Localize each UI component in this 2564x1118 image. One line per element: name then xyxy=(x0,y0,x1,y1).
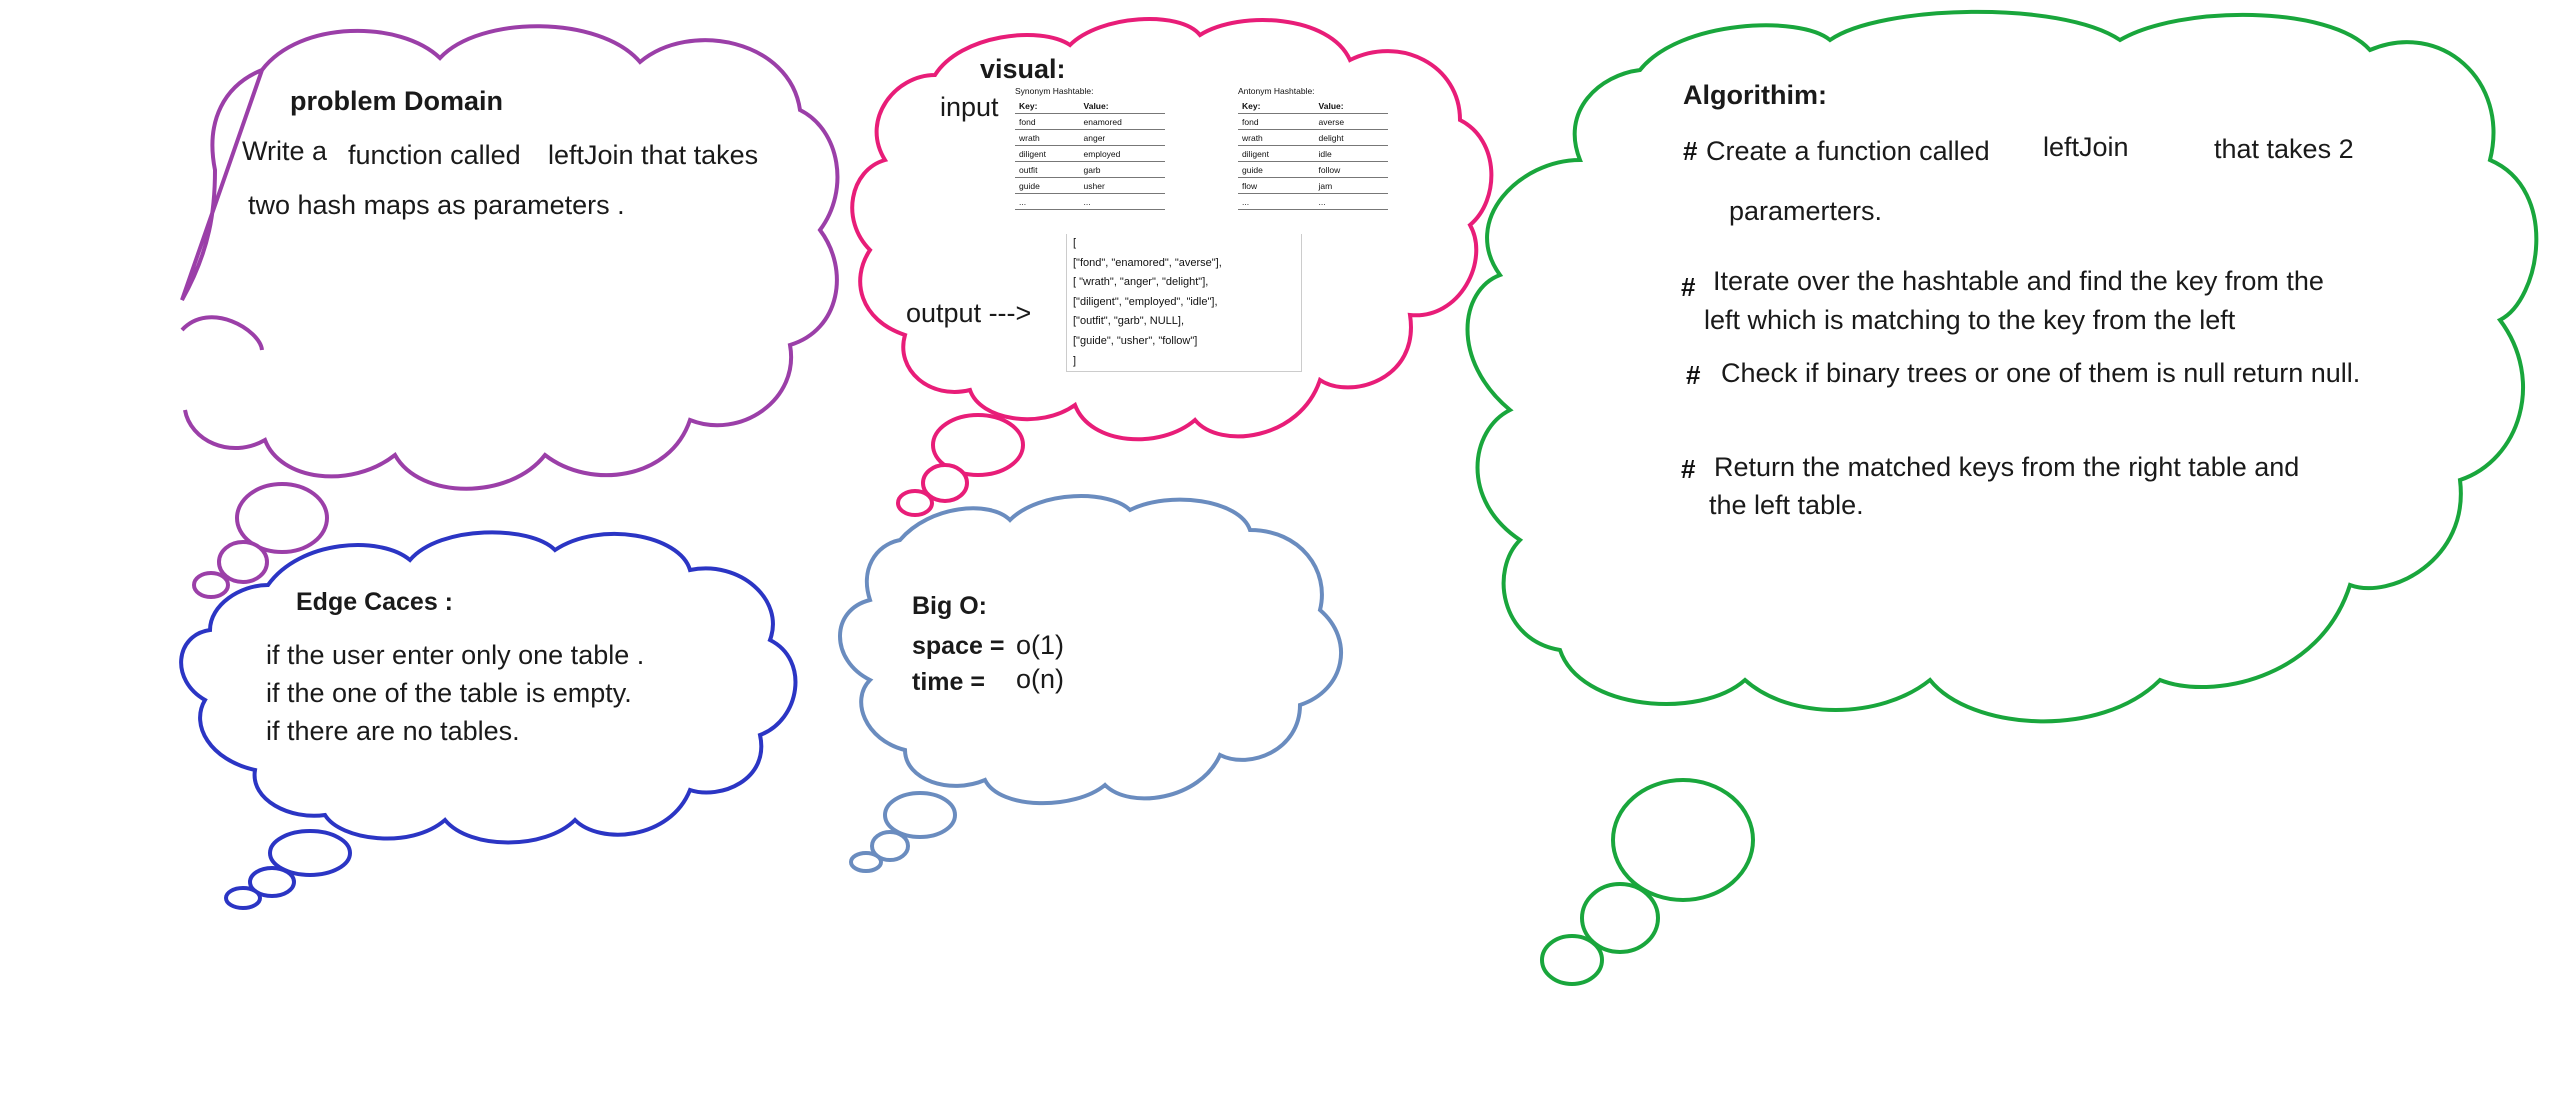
table-cell: anger xyxy=(1079,129,1165,146)
output-line: ["outfit", "garb", NULL], xyxy=(1073,315,1184,328)
table-cell: ... xyxy=(1314,193,1388,210)
output-code-box: [ ["fond", "enamored", "averse"], [ "wra… xyxy=(1066,234,1302,373)
synonym-caption: Synonym Hashtable: xyxy=(1015,86,1094,96)
bullet-hash: # xyxy=(1683,136,1698,166)
antonym-header-key: Key: xyxy=(1238,98,1315,114)
table-cell: enamored xyxy=(1079,113,1165,130)
table-cell: wrath xyxy=(1015,129,1080,146)
table-cell: garb xyxy=(1079,161,1165,178)
output-line: [ xyxy=(1073,237,1077,249)
table-cell: ... xyxy=(1238,193,1315,210)
table-cell: flow xyxy=(1238,177,1315,194)
edge-cases-title: Edge Caces : xyxy=(296,588,454,616)
problem-text-write: Write a xyxy=(242,136,328,166)
problem-domain-cloud xyxy=(180,24,840,599)
table-cell: averse xyxy=(1314,113,1388,130)
big-o-title: Big O: xyxy=(912,592,987,620)
output-line: [ "wrath", "anger", "delight"], xyxy=(1073,276,1209,289)
time-label: time = xyxy=(912,668,985,696)
output-line: ["guide", "usher", "follow"] xyxy=(1073,334,1198,347)
step1-text: Create a function called xyxy=(1706,136,1990,166)
table-cell: guide xyxy=(1015,177,1080,194)
antonym-header-value: Value: xyxy=(1314,98,1388,114)
input-label: input xyxy=(940,92,999,122)
step1-leftjoin: leftJoin xyxy=(2043,132,2129,162)
table-row: ...... xyxy=(1238,193,1388,210)
step1-takes: that takes 2 xyxy=(2214,134,2354,164)
problem-domain-title: problem Domain xyxy=(290,86,504,116)
algorithm-title: Algorithim: xyxy=(1683,80,1827,110)
step4-text: Return the matched keys from the right t… xyxy=(1714,452,2300,482)
table-cell: idle xyxy=(1314,145,1388,162)
edge-case-no-tables: if there are no tables. xyxy=(266,716,520,746)
antonym-caption: Antonym Hashtable: xyxy=(1238,86,1315,96)
visual-title: visual: xyxy=(980,54,1066,84)
time-value: o(n) xyxy=(1016,664,1065,694)
step1-parameters: paramerters. xyxy=(1729,196,1883,226)
step4-text-cont: the left table. xyxy=(1709,490,1864,520)
edge-cases-cloud xyxy=(179,530,798,910)
problem-text-parameters: two hash maps as parameters . xyxy=(248,190,625,220)
table-cell: wrath xyxy=(1238,129,1315,146)
problem-text-leftjoin: leftJoin that takes xyxy=(548,140,759,170)
synonym-header-value: Value: xyxy=(1079,98,1165,114)
bullet-hash: # xyxy=(1686,360,1701,390)
table-cell: outfit xyxy=(1015,161,1080,178)
problem-text-function-called: function called xyxy=(348,140,521,170)
output-line: ] xyxy=(1073,354,1077,367)
step3-text: Check if binary trees or one of them is … xyxy=(1721,358,2361,388)
big-o-cloud xyxy=(838,494,1343,873)
table-cell: delight xyxy=(1314,129,1388,146)
table-cell: follow xyxy=(1314,161,1388,178)
table-cell: ... xyxy=(1079,193,1165,210)
edge-case-one-table: if the user enter only one table . xyxy=(266,640,645,670)
table-cell: fond xyxy=(1015,113,1080,130)
table-cell: guide xyxy=(1238,161,1315,178)
output-line: ["fond", "enamored", "averse"], xyxy=(1073,256,1222,269)
bullet-hash: # xyxy=(1681,272,1696,302)
step2-text: Iterate over the hashtable and find the … xyxy=(1713,266,2324,296)
table-cell: ... xyxy=(1015,193,1080,210)
output-line: ["diligent", "employed", "idle"], xyxy=(1073,295,1218,308)
table-cell: employed xyxy=(1079,145,1165,162)
table-cell: diligent xyxy=(1015,145,1080,162)
space-label: space = xyxy=(912,632,1005,660)
edge-case-empty-table: if the one of the table is empty. xyxy=(266,678,632,708)
synonym-header-key: Key: xyxy=(1015,98,1080,114)
step2-text-cont: left which is matching to the key from t… xyxy=(1704,305,2236,335)
bullet-hash: # xyxy=(1681,454,1696,484)
space-value: o(1) xyxy=(1016,630,1065,660)
output-label: output ---> xyxy=(906,298,1032,328)
table-cell: jam xyxy=(1314,177,1388,194)
algorithm-cloud xyxy=(1465,9,2539,986)
table-cell: usher xyxy=(1079,177,1165,194)
table-row: ...... xyxy=(1015,193,1165,210)
table-cell: diligent xyxy=(1238,145,1315,162)
table-cell: fond xyxy=(1238,113,1315,130)
